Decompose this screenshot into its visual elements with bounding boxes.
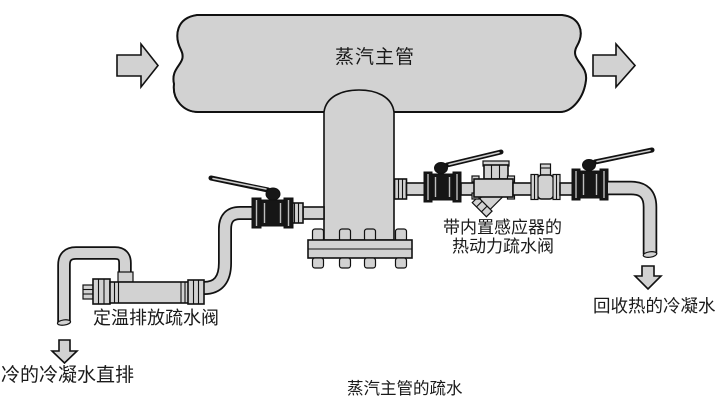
thermodynamic-trap-label-line2: 热动力疏水阀 (452, 237, 554, 257)
steam-main-pipe (172, 14, 588, 113)
thermodynamic-trap-label-line1: 带内置感应器的 (443, 218, 562, 238)
thermostatic-trap-label: 定温排放疏水阀 (93, 308, 219, 329)
drain-pocket (323, 89, 395, 241)
cold-discharge-arrow-icon (50, 339, 79, 365)
right-upstream-ball-valve (423, 149, 504, 203)
adjuster-fins (82, 284, 94, 300)
thermodynamic-steam-trap (471, 160, 516, 218)
cold-condensate-label: 冷的冷凝水直排 (1, 364, 134, 386)
left-isolation-ball-valve (208, 175, 294, 229)
recovered-condensate-label: 回收热的冷凝水 (593, 297, 715, 317)
check-valve (530, 163, 561, 201)
bottom-blind-flange (307, 228, 413, 269)
right-branch-piping (393, 147, 658, 258)
diagram-caption: 蒸汽主管的疏水 (347, 379, 463, 398)
condensate-return-arrow-icon (633, 265, 663, 291)
steam-main-label: 蒸汽主管 (335, 46, 415, 68)
left-branch-piping (203, 175, 325, 295)
right-downstream-ball-valve (571, 147, 655, 201)
flow-in-arrow-icon (116, 41, 160, 90)
thermostatic-discharge-trap (56, 246, 205, 326)
flow-out-arrow-icon (592, 41, 637, 90)
right-stub-flange (393, 178, 408, 200)
